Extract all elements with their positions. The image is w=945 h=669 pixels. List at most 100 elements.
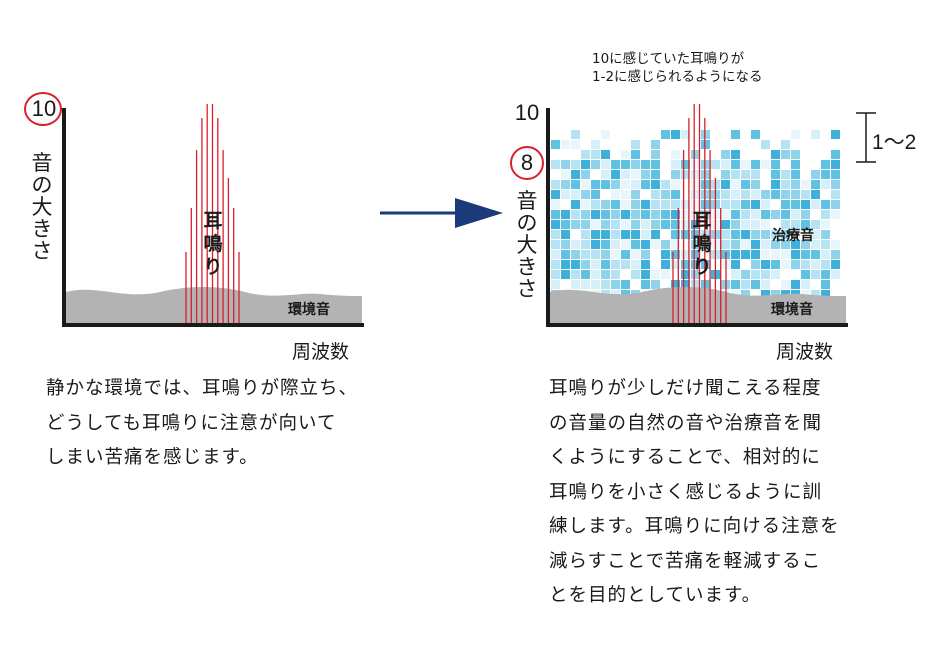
therapy-sound-tile <box>821 160 830 169</box>
therapy-sound-tile <box>591 200 600 209</box>
therapy-sound-tile <box>821 180 830 189</box>
therapy-sound-tile <box>591 250 600 259</box>
left-diagram: 10 音 の 大 き さ 耳 鳴 り 環境音 周波数 静かな環境では、耳鳴りが際… <box>0 0 470 669</box>
therapy-sound-tile <box>721 240 730 249</box>
therapy-sound-tile <box>831 130 840 139</box>
therapy-sound-tile <box>641 180 650 189</box>
therapy-sound-tile <box>791 170 800 179</box>
therapy-sound-tile <box>821 200 830 209</box>
therapy-sound-tile <box>601 260 610 269</box>
left-x-axis-label: 周波数 <box>292 341 350 363</box>
left-mark-circle <box>24 92 62 126</box>
therapy-sound-tile <box>801 250 810 259</box>
therapy-sound-tile <box>771 240 780 249</box>
therapy-sound-tile <box>761 250 770 259</box>
therapy-sound-tile <box>681 160 690 169</box>
therapy-sound-tile <box>821 260 830 269</box>
therapy-sound-tile <box>791 190 800 199</box>
therapy-sound-tile <box>771 210 780 219</box>
therapy-sound-tile <box>601 200 610 209</box>
therapy-sound-tile <box>631 170 640 179</box>
therapy-sound-tile <box>591 180 600 189</box>
therapy-sound-tile <box>721 180 730 189</box>
therapy-sound-tile <box>721 150 730 159</box>
therapy-sound-tile <box>571 250 580 259</box>
left-environment-sound-area <box>66 287 362 324</box>
therapy-sound-tile <box>681 200 690 209</box>
therapy-sound-tile <box>701 170 710 179</box>
therapy-sound-tile <box>761 190 770 199</box>
therapy-sound-tile <box>601 270 610 279</box>
therapy-sound-tile <box>781 250 790 259</box>
therapy-sound-tile <box>731 270 740 279</box>
therapy-sound-tile <box>651 270 660 279</box>
therapy-sound-tile <box>591 160 600 169</box>
therapy-sound-tile <box>771 170 780 179</box>
therapy-sound-tile <box>551 280 560 289</box>
therapy-sound-tile <box>731 150 740 159</box>
therapy-sound-tile <box>601 280 610 289</box>
left-y-top-value: 10 <box>31 96 57 121</box>
therapy-sound-tile <box>731 190 740 199</box>
therapy-sound-tile <box>811 180 820 189</box>
therapy-sound-tile <box>821 280 830 289</box>
therapy-sound-tile <box>741 280 750 289</box>
therapy-sound-tile <box>831 180 840 189</box>
therapy-sound-tile <box>561 160 570 169</box>
therapy-sound-tile <box>831 250 840 259</box>
therapy-sound-tile <box>781 140 790 149</box>
therapy-sound-tile <box>761 260 770 269</box>
therapy-sound-tile <box>551 230 560 239</box>
therapy-sound-tile <box>631 200 640 209</box>
therapy-sound-tile <box>791 180 800 189</box>
therapy-sound-tile <box>571 200 580 209</box>
therapy-sound-tile <box>651 190 660 199</box>
therapy-sound-tile <box>681 220 690 229</box>
therapy-sound-tile <box>761 220 770 229</box>
therapy-sound-tile <box>611 230 620 239</box>
therapy-sound-tile <box>671 180 680 189</box>
therapy-sound-tile <box>641 210 650 219</box>
therapy-sound-tile <box>611 220 620 229</box>
therapy-sound-tile <box>781 240 790 249</box>
therapy-sound-tile <box>561 220 570 229</box>
therapy-sound-tile <box>761 230 770 239</box>
therapy-sound-tile <box>551 180 560 189</box>
therapy-sound-tile <box>651 180 660 189</box>
therapy-sound-tile <box>701 190 710 199</box>
therapy-sound-tile <box>681 260 690 269</box>
therapy-sound-tile <box>701 210 710 219</box>
therapy-sound-tile <box>771 270 780 279</box>
reduction-bracket <box>856 112 876 163</box>
therapy-sound-tile <box>691 270 700 279</box>
right-x-axis-label: 周波数 <box>776 341 834 363</box>
therapy-sound-tile <box>801 220 810 229</box>
therapy-sound-tile <box>721 230 730 239</box>
therapy-sound-tile <box>551 220 560 229</box>
therapy-sound-tile <box>611 270 620 279</box>
therapy-sound-tile <box>811 130 820 139</box>
therapy-sound-tile <box>811 290 820 299</box>
therapy-sound-tile <box>751 170 760 179</box>
therapy-sound-tile <box>671 190 680 199</box>
therapy-sound-tile <box>691 190 700 199</box>
therapy-sound-tile <box>681 250 690 259</box>
therapy-sound-tile <box>601 170 610 179</box>
therapy-sound-tile <box>631 220 640 229</box>
therapy-sound-tile <box>581 210 590 219</box>
therapy-sound-tile <box>741 230 750 239</box>
therapy-sound-tile <box>811 270 820 279</box>
therapy-sound-tile <box>691 260 700 269</box>
therapy-sound-tile <box>771 230 780 239</box>
therapy-sound-tile <box>651 150 660 159</box>
therapy-sound-tile <box>671 220 680 229</box>
right-environment-sound-area <box>550 287 846 324</box>
therapy-sound-tile <box>731 230 740 239</box>
therapy-sound-tile <box>641 260 650 269</box>
therapy-sound-tile <box>571 130 580 139</box>
therapy-sound-tile <box>621 170 630 179</box>
therapy-sound-tile <box>551 200 560 209</box>
therapy-sound-tile <box>601 250 610 259</box>
therapy-sound-tile <box>731 280 740 289</box>
therapy-sound-tile <box>811 190 820 199</box>
